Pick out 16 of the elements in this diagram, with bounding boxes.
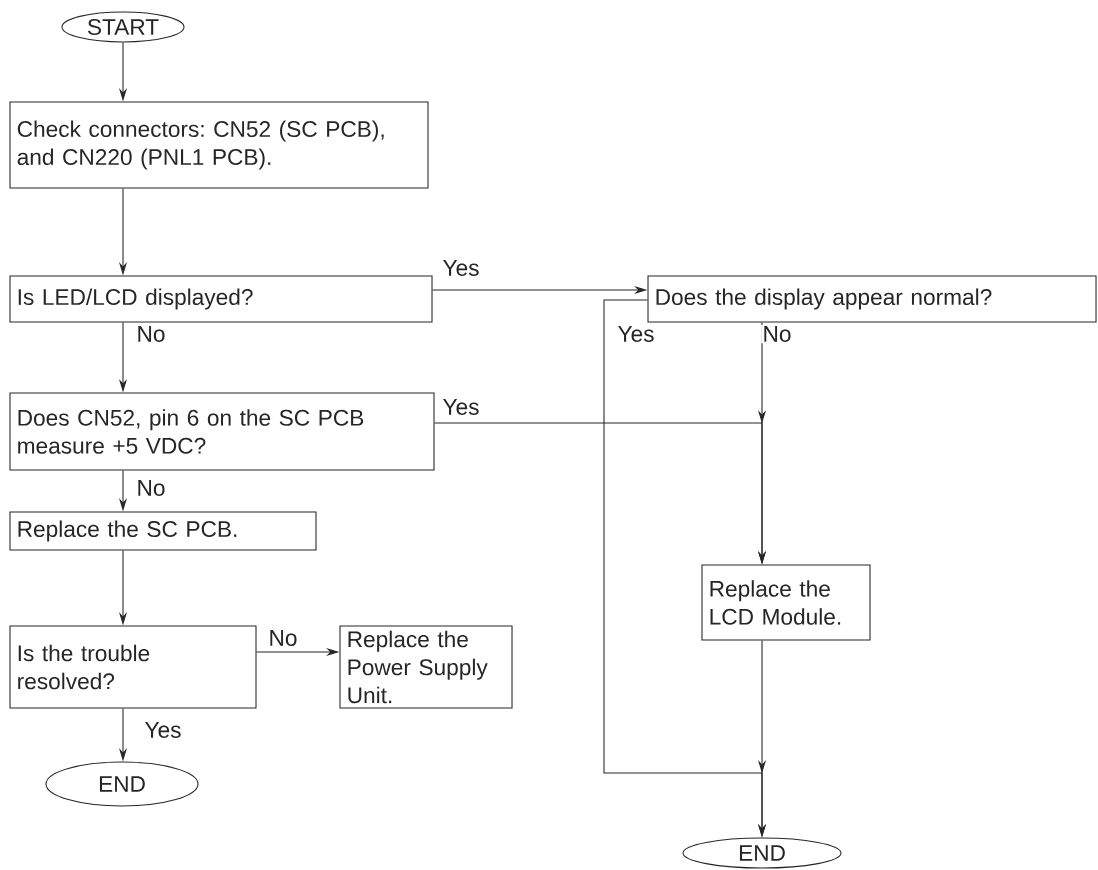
edge-label: No <box>135 478 167 498</box>
process-box: Does CN52, pin 6 on the SC PCB measure +5 VDC? <box>9 392 435 471</box>
process-box: Replace the LCD Module. <box>701 564 871 641</box>
process-box: Is LED/LCD displayed? <box>9 275 433 323</box>
edge-label: No <box>267 628 299 648</box>
edge-label: No <box>135 324 167 344</box>
process-box: Replace the Power Supply Unit. <box>339 625 513 709</box>
edge-label: Yes <box>441 258 481 278</box>
edge-label: No <box>761 324 793 344</box>
process-box: Is the trouble resolved? <box>9 625 257 709</box>
edge-label: Yes <box>143 720 183 740</box>
edge-label: Yes <box>616 324 656 344</box>
process-box: Check connectors: CN52 (SC PCB), and CN220 (PNL1 PCB). <box>9 101 429 189</box>
process-box: Does the display appear normal? <box>647 275 1097 323</box>
edge-label: Yes <box>441 397 481 417</box>
process-box: Replace the SC PCB. <box>9 511 317 551</box>
